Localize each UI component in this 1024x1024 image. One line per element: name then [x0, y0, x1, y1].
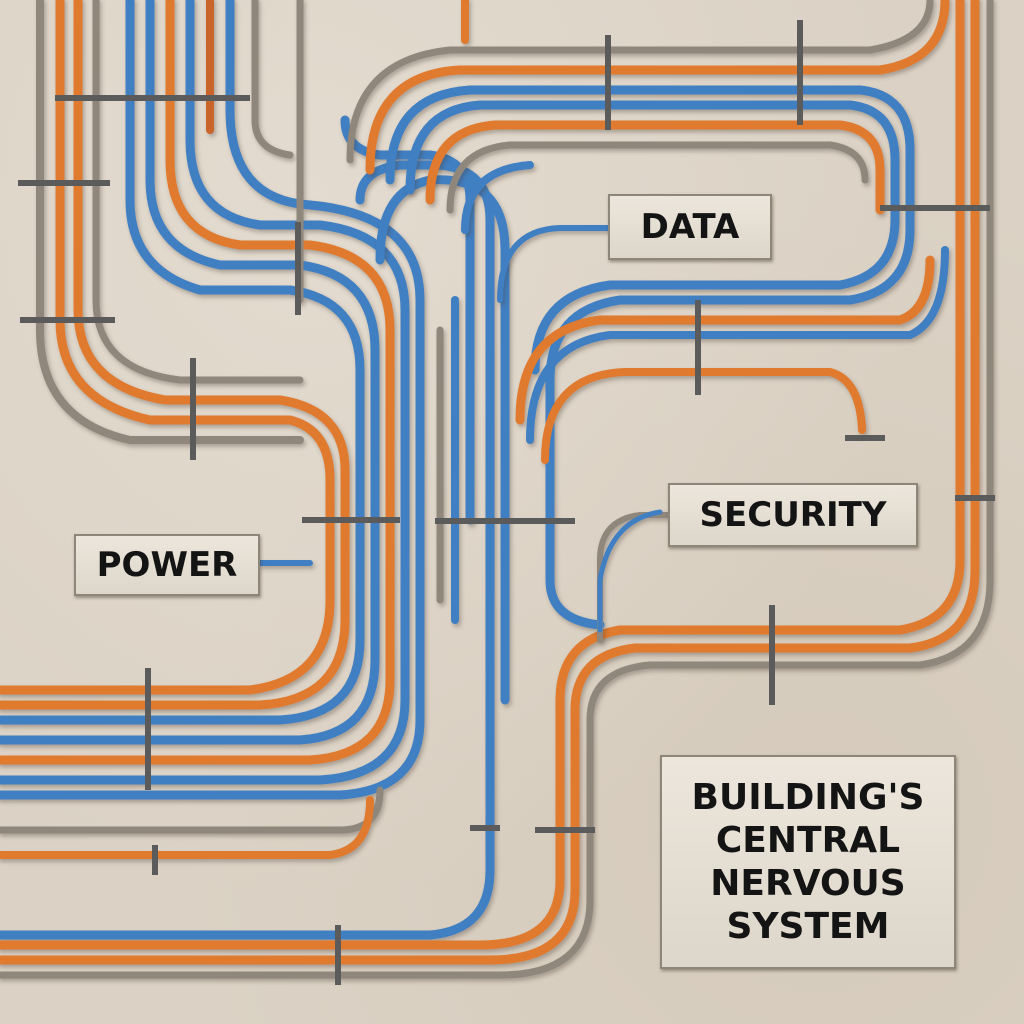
power-label-sign: POWER [74, 534, 260, 596]
top-right-bundle [257, 0, 950, 643]
building-line-4: SYSTEM [726, 906, 890, 947]
building-nervous-system-sign: BUILDING'S CENTRAL NERVOUS SYSTEM [660, 755, 956, 969]
security-label-sign: SECURITY [668, 483, 918, 547]
building-line-2: CENTRAL [715, 820, 901, 861]
data-label-text: DATA [640, 207, 740, 247]
building-line-1: BUILDING'S [691, 777, 925, 818]
security-label-text: SECURITY [699, 495, 887, 535]
cable-ties [18, 20, 995, 985]
power-label-text: POWER [96, 545, 238, 585]
left-bundle [0, 0, 425, 859]
building-line-3: NERVOUS [710, 863, 906, 904]
data-label-sign: DATA [608, 194, 772, 260]
